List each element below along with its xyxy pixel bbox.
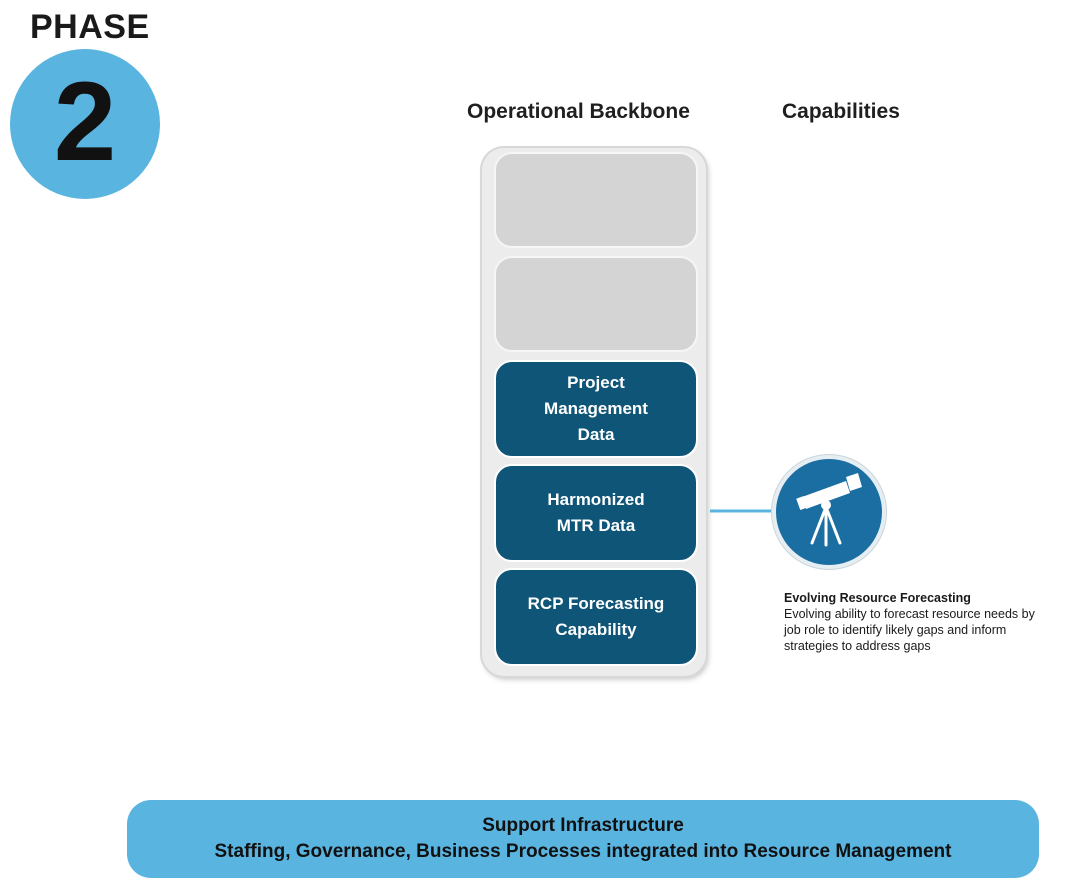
backbone-header: Operational Backbone — [467, 100, 690, 123]
backbone-slot-empty-2 — [494, 256, 698, 352]
backbone-slot-project-management-data: Project Management Data — [494, 360, 698, 458]
capability-icon-badge — [776, 459, 882, 565]
phase-label: PHASE — [30, 8, 150, 46]
capability-title: Evolving Resource Forecasting — [784, 591, 971, 605]
support-title: Support Infrastructure — [482, 815, 684, 836]
capability-description-block: Evolving Resource Forecasting Evolving a… — [784, 590, 1079, 654]
backbone-slot-empty-1 — [494, 152, 698, 248]
capabilities-header: Capabilities — [782, 100, 900, 123]
phase-badge: 2 — [10, 49, 160, 199]
backbone-slot-harmonized-mtr-data: Harmonized MTR Data — [494, 464, 698, 562]
support-subtitle: Staffing, Governance, Business Processes… — [214, 841, 952, 862]
support-infrastructure-bar: Support Infrastructure Staffing, Governa… — [127, 800, 1039, 878]
operational-backbone-stack: Project Management Data Harmonized MTR D… — [482, 148, 706, 676]
capability-description: Evolving ability to forecast resource ne… — [784, 607, 1035, 653]
backbone-slot-rcp-forecasting-capability: RCP Forecasting Capability — [494, 568, 698, 666]
phase-number: 2 — [53, 59, 117, 184]
telescope-icon — [796, 473, 862, 547]
